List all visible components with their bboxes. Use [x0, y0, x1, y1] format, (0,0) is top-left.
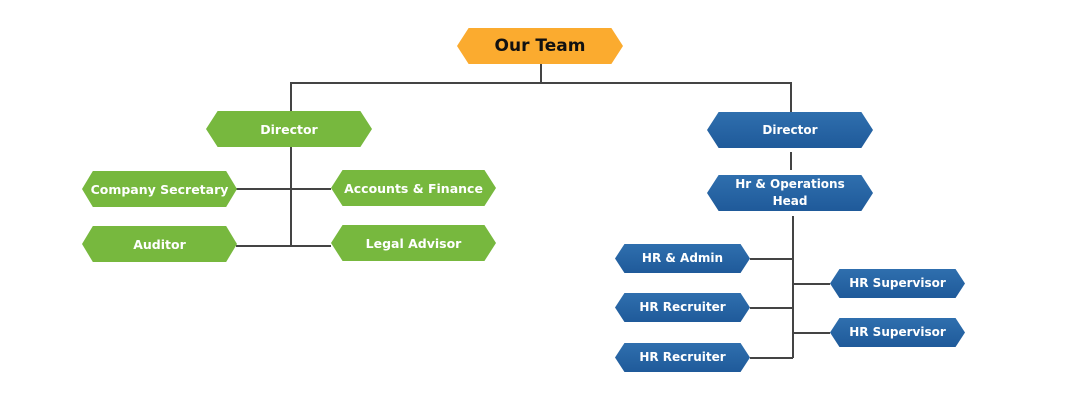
connector-line — [790, 82, 792, 112]
legal-advisor-node: Legal Advisor — [331, 225, 496, 261]
node-label: HR Supervisor — [849, 276, 946, 290]
hr-supervisor-node: HR Supervisor — [830, 269, 965, 298]
node-label: Our Team — [494, 35, 586, 56]
node-label: HR Recruiter — [639, 300, 726, 314]
hr-admin-node: HR & Admin — [615, 244, 750, 273]
hr-operations-head-node: Hr & Operations Head — [707, 175, 873, 211]
node-label: Auditor — [133, 236, 186, 252]
connector-line — [792, 332, 830, 334]
hr-recruiter-node: HR Recruiter — [615, 293, 750, 322]
connector-line — [750, 307, 792, 309]
node-label: Company Secretary — [90, 181, 229, 197]
hr-recruiter-node: HR Recruiter — [615, 343, 750, 372]
connector-line — [750, 357, 793, 359]
connector-line — [236, 188, 331, 190]
node-label: HR Supervisor — [849, 325, 946, 339]
connector-line — [290, 82, 292, 111]
connector-line — [540, 64, 542, 82]
node-label: Director — [260, 121, 318, 137]
node-label: HR & Admin — [641, 251, 724, 265]
connector-line — [750, 258, 792, 260]
node-label: HR Recruiter — [639, 350, 726, 364]
company-secretary-node: Company Secretary — [82, 171, 237, 207]
node-label: Accounts & Finance — [344, 180, 483, 196]
connector-line — [792, 216, 794, 358]
connector-line — [290, 147, 292, 245]
node-label: Director — [762, 122, 818, 137]
hr-supervisor-node: HR Supervisor — [830, 318, 965, 347]
right-director-node: Director — [707, 112, 873, 148]
connector-line — [792, 283, 830, 285]
node-label: Hr & Operations Head — [735, 177, 845, 208]
connector-line — [290, 82, 791, 84]
connector-line — [790, 152, 792, 170]
connector-line — [236, 245, 331, 247]
root-node-our-team: Our Team — [457, 28, 623, 64]
node-label: Legal Advisor — [365, 235, 462, 251]
accounts-finance-node: Accounts & Finance — [331, 170, 496, 206]
left-director-node: Director — [206, 111, 372, 147]
auditor-node: Auditor — [82, 226, 237, 262]
